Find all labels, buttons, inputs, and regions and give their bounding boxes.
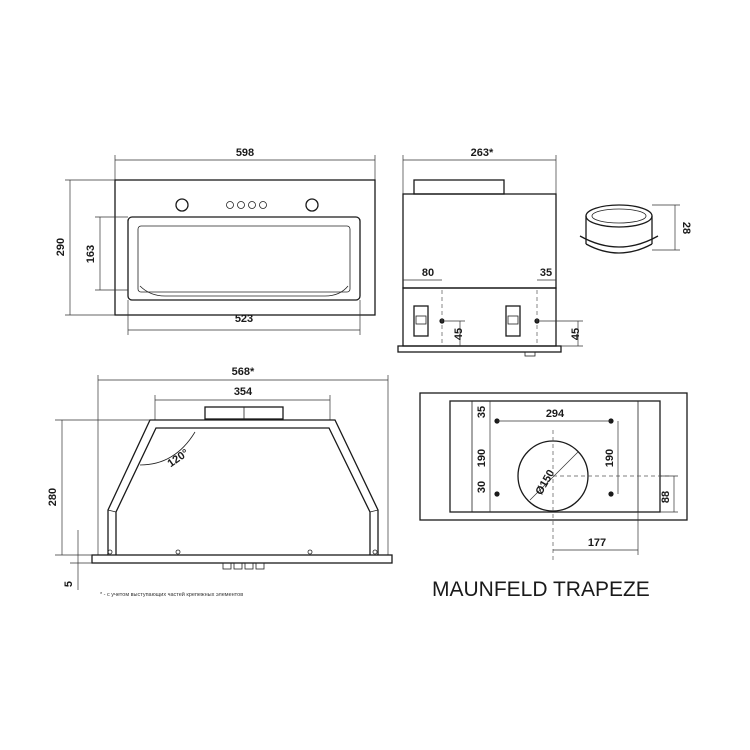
side-view: 263* 80 35 45 45 [397, 147, 583, 357]
control-knob-right [305, 198, 319, 212]
dim-35-side: 35 [540, 267, 552, 279]
section-view: 568* 354 120° 280 [47, 366, 393, 590]
dim-598: 598 [236, 147, 254, 159]
dim-523: 523 [235, 313, 253, 325]
dim-190-right: 190 [604, 449, 616, 467]
bottom-plate [91, 554, 393, 564]
dim-28: 28 [680, 222, 692, 234]
dim-568: 568* [232, 366, 255, 378]
dim-35-top: 35 [476, 406, 488, 418]
duct-ring: 28 [579, 204, 692, 254]
dim-290: 290 [55, 238, 67, 256]
dim-354: 354 [234, 386, 253, 398]
model-title: MAUNFELD TRAPEZE [432, 578, 650, 601]
dim-263: 263* [471, 147, 494, 159]
dim-294: 294 [546, 408, 565, 420]
dim-45-right: 45 [570, 328, 582, 340]
dim-30: 30 [476, 481, 488, 493]
front-view: 598 290 163 523 [55, 147, 376, 335]
dim-190-left: 190 [476, 449, 488, 467]
dim-88: 88 [660, 491, 672, 503]
dim-163: 163 [85, 245, 97, 263]
dim-80: 80 [422, 267, 434, 279]
top-view: Ø150 294 35 190 30 190 88 177 [419, 392, 688, 560]
footnote: * - с учетом выступающих частей крепежны… [100, 591, 243, 598]
dim-150: Ø150 [533, 468, 557, 497]
dim-45-left: 45 [453, 328, 465, 340]
dim-177: 177 [588, 537, 606, 549]
front-panel [114, 179, 376, 316]
angle-120: 120° [166, 447, 192, 470]
dim-280: 280 [47, 488, 59, 506]
control-knob-left [175, 198, 189, 212]
top-outer [419, 392, 688, 521]
dim-5: 5 [63, 581, 75, 587]
